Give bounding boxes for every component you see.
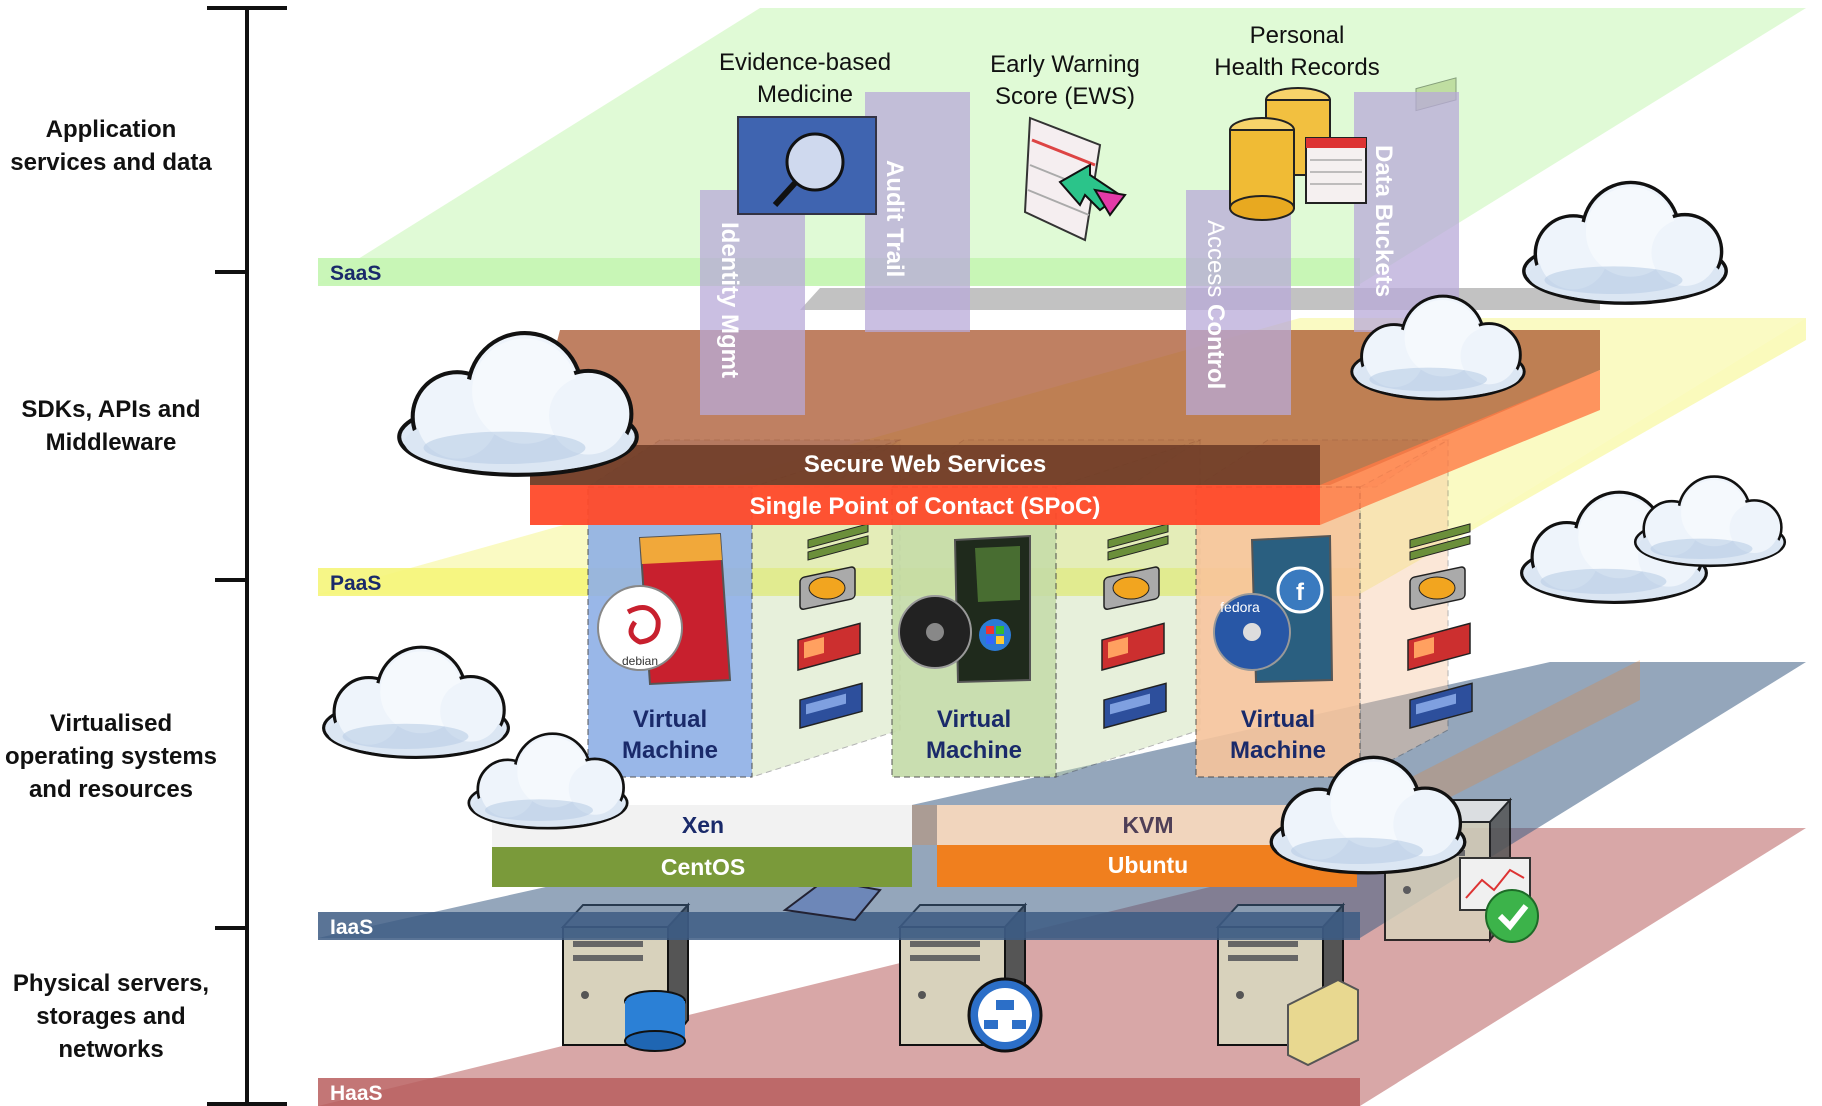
spoc-bar: Single Point of Contact (SPoC): [530, 370, 1600, 525]
debian-box-icon: debian: [597, 532, 732, 686]
pillar-access-control: Access Control: [1186, 190, 1291, 415]
svg-text:Data Buckets: Data Buckets: [1370, 145, 1397, 297]
haas-label: HaaS: [330, 1082, 383, 1105]
svg-text:CentOS: CentOS: [661, 854, 745, 880]
app-early-warning-score: Early Warning Score (EWS): [990, 51, 1140, 242]
svg-text:Evidence-based: Evidence-based: [719, 49, 891, 76]
vm-label-line1: Virtual: [1241, 706, 1315, 733]
pillar-data-buckets: Data Buckets: [1354, 92, 1459, 332]
vm-label-line2: Machine: [926, 737, 1022, 764]
svg-text:Personal: Personal: [1250, 22, 1345, 49]
cloud-icon: [1522, 180, 1728, 305]
centos-bar: CentOS: [492, 847, 912, 887]
side-label-sdk: SDKs, APIs and Middleware: [21, 396, 201, 456]
spreadsheet-arrow-icon: [1023, 116, 1127, 242]
svg-text:Audit Trail: Audit Trail: [881, 160, 908, 277]
server-files: [1217, 904, 1359, 1067]
svg-text:Xen: Xen: [682, 812, 724, 838]
svg-text:Score (EWS): Score (EWS): [995, 83, 1135, 110]
server-storage: [562, 904, 689, 1052]
svg-text:Identity Mgmt: Identity Mgmt: [716, 222, 743, 378]
svg-text:Secure Web Services: Secure Web Services: [804, 451, 1046, 478]
monitoring-check-icon: [1459, 857, 1539, 943]
windows-box-icon: [898, 534, 1031, 684]
server-network: [899, 904, 1043, 1053]
phone-icon: [782, 878, 882, 922]
svg-text:Medicine: Medicine: [757, 81, 853, 108]
side-label-application: Application services and data: [10, 116, 212, 176]
vm-fedora: f fedora Virtual Machine: [1194, 439, 1450, 778]
svg-text:Ubuntu: Ubuntu: [1108, 852, 1188, 878]
saas-label: SaaS: [330, 262, 381, 285]
database-records-icon: [1229, 87, 1367, 221]
cloud-icon: [1633, 475, 1787, 568]
side-label-physical: Physical servers, storages and networks: [12, 970, 210, 1063]
fedora-box-icon: f fedora: [1213, 534, 1334, 684]
app-evidence-based-medicine: Evidence-based Medicine: [719, 49, 891, 215]
svg-text:Access Control: Access Control: [1202, 220, 1229, 389]
svg-text:Early Warning: Early Warning: [990, 51, 1140, 78]
paas-label: PaaS: [330, 572, 381, 595]
pillar-audit-trail: Audit Trail: [865, 92, 970, 332]
svg-text:Health Records: Health Records: [1214, 54, 1379, 81]
pillar-identity-mgmt: Identity Mgmt: [700, 190, 805, 415]
iaas-label: IaaS: [330, 916, 373, 939]
svg-text:Single Point of Contact (SPoC): Single Point of Contact (SPoC): [750, 493, 1101, 520]
vm-label-line1: Virtual: [633, 706, 707, 733]
vm-label-line2: Machine: [622, 737, 718, 764]
side-label-virtualised: Virtualised operating systems and resour…: [4, 710, 218, 803]
svg-text:f: f: [1296, 579, 1305, 606]
svg-text:fedora: fedora: [1220, 599, 1260, 615]
vm-label-line2: Machine: [1230, 737, 1326, 764]
svg-text:KVM: KVM: [1122, 812, 1173, 838]
layer-axis: [207, 6, 287, 1106]
svg-text:debian: debian: [622, 654, 658, 668]
cloud-icon: [322, 645, 510, 759]
vm-label-line1: Virtual: [937, 706, 1011, 733]
app-personal-health-records: Personal Health Records: [1214, 22, 1380, 221]
